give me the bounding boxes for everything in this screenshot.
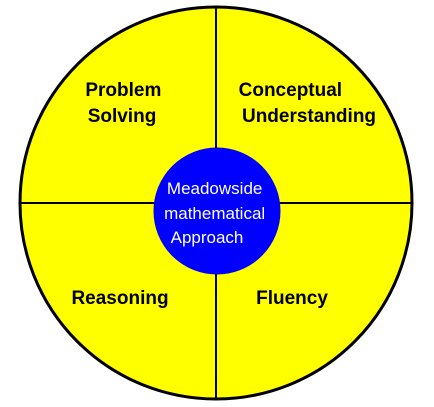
quadrant-label-fluency: Fluency — [256, 288, 328, 309]
problem-solving-line-2: Solving — [88, 106, 157, 127]
conceptual-understanding-line-1: Conceptual — [239, 80, 342, 101]
center-circle — [153, 147, 281, 275]
quadrant-label-problem-solving: Problem Solving — [85, 80, 166, 127]
center-label-line-1: Meadowside — [167, 179, 262, 198]
quadrant-label-reasoning: Reasoning — [71, 288, 168, 309]
quadrant-label-conceptual-understanding: Conceptual Understanding — [239, 80, 376, 127]
center-label: Meadowside mathematical Approach — [164, 179, 270, 247]
center-label-line-2: mathematical — [164, 204, 265, 223]
conceptual-understanding-line-2: Understanding — [242, 106, 376, 127]
problem-solving-line-1: Problem — [85, 80, 161, 101]
center-label-line-3: Approach — [171, 228, 244, 247]
